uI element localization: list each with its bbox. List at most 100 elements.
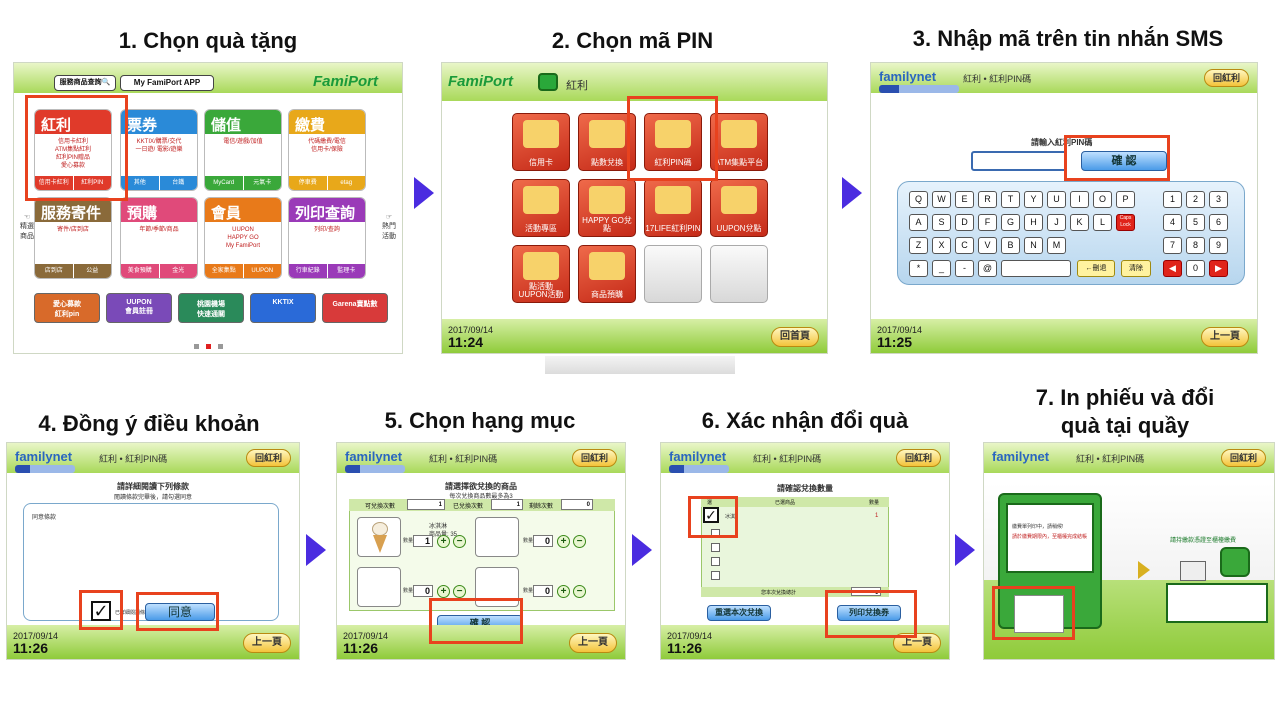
my-famiport-app-button[interactable]: My FamiPort APP	[120, 75, 214, 91]
menu-tile-sublink-2[interactable]: UUPON	[251, 268, 274, 274]
key-b[interactable]: B	[1001, 237, 1020, 254]
product-icecream-image[interactable]	[357, 517, 401, 557]
key-d[interactable]: D	[955, 214, 974, 231]
bonus-option-7[interactable]: UUPON兌點	[710, 179, 768, 237]
agree-checkbox[interactable]: ✓	[91, 601, 111, 621]
bonus-option-4[interactable]: 活動專區	[512, 179, 570, 237]
bonus-option-5[interactable]: HAPPY GO兌點	[578, 179, 636, 237]
bonus-option-9[interactable]: 商品預購	[578, 245, 636, 303]
key-i[interactable]: I	[1070, 191, 1089, 208]
promo-banner-2[interactable]: 桃園機場 快速通關	[178, 293, 244, 323]
menu-tile-sublink-1[interactable]: 店到店	[35, 264, 74, 278]
key-y[interactable]: Y	[1024, 191, 1043, 208]
menu-tile-sublink-1[interactable]: 美食預購	[121, 264, 160, 278]
key-s[interactable]: S	[932, 214, 951, 231]
num-key-8[interactable]: 8	[1186, 237, 1205, 254]
menu-tile-sublink-1[interactable]: 信用卡紅利	[35, 176, 74, 190]
print-coupon-button[interactable]: 列印兌換券	[837, 605, 901, 621]
num-key-1[interactable]: 1	[1163, 191, 1182, 208]
menu-tile-4[interactable]: 服務寄件寄件/店到店店到店公益	[34, 197, 112, 279]
num-key-4[interactable]: 4	[1163, 214, 1182, 231]
caps-lock-key[interactable]: Caps Lock	[1116, 214, 1135, 231]
key-p[interactable]: P	[1116, 191, 1135, 208]
key-k[interactable]: K	[1070, 214, 1089, 231]
service-query-button[interactable]: 服務商品查詢🔍	[54, 75, 116, 91]
clear-key[interactable]: 清除	[1121, 260, 1151, 277]
product-slot-3[interactable]	[357, 567, 401, 607]
pin-confirm-button[interactable]: 確 認	[1081, 151, 1167, 171]
num-key-9[interactable]: 9	[1209, 237, 1228, 254]
num-right-key[interactable]: ▶	[1209, 260, 1228, 277]
qty-plus-button[interactable]: +	[557, 585, 570, 598]
spacebar-key[interactable]	[1001, 260, 1071, 277]
qty-minus-button[interactable]: −	[453, 585, 466, 598]
bonus-option-3[interactable]: ATM集點平台	[710, 113, 768, 171]
promo-banner-4[interactable]: Garena賣點數	[322, 293, 388, 323]
menu-tile-5[interactable]: 預購年節/季節/商品美食預購金光	[120, 197, 198, 279]
menu-tile-7[interactable]: 列印查詢列印/查詢行車紀錄監理卡	[288, 197, 366, 279]
menu-tile-sublink-1[interactable]: 行車紀錄	[289, 264, 328, 278]
key-h[interactable]: H	[1024, 214, 1043, 231]
menu-tile-sublink-2[interactable]: 台鐵	[172, 180, 185, 186]
num-key-2[interactable]: 2	[1186, 191, 1205, 208]
key-z[interactable]: Z	[909, 237, 928, 254]
promo-banner-0[interactable]: 愛心募款 紅利pin	[34, 293, 100, 323]
key-v[interactable]: V	[978, 237, 997, 254]
page-dot[interactable]	[218, 344, 223, 349]
qty-plus-button[interactable]: +	[437, 535, 450, 548]
page-dot-active[interactable]	[206, 344, 211, 349]
menu-tile-sublink-2[interactable]: etag	[340, 180, 353, 186]
menu-tile-sublink-2[interactable]: 監理卡	[337, 268, 356, 274]
side-featured-label[interactable]: ☜精選 商品	[20, 214, 34, 240]
key-x[interactable]: X	[932, 237, 951, 254]
key-u[interactable]: U	[1047, 191, 1066, 208]
num-key-3[interactable]: 3	[1209, 191, 1228, 208]
key-symbol-0[interactable]: *	[909, 260, 928, 277]
qty-minus-button[interactable]: −	[573, 535, 586, 548]
row1-checkbox[interactable]: ✓	[703, 507, 719, 523]
key-j[interactable]: J	[1047, 214, 1066, 231]
delete-key[interactable]: ←刪退	[1077, 260, 1115, 277]
bonus-option-6[interactable]: 17LIFE紅利PIN	[644, 179, 702, 237]
qty-plus-button[interactable]: +	[557, 535, 570, 548]
bonus-option-8[interactable]: 點活動 UUPON活動	[512, 245, 570, 303]
key-m[interactable]: M	[1047, 237, 1066, 254]
previous-page-button[interactable]: 上一頁	[893, 633, 941, 653]
key-e[interactable]: E	[955, 191, 974, 208]
num-key-7[interactable]: 7	[1163, 237, 1182, 254]
key-c[interactable]: C	[955, 237, 974, 254]
promo-banner-1[interactable]: UUPON 會員註冊	[106, 293, 172, 323]
product-slot-2[interactable]	[475, 517, 519, 557]
key-f[interactable]: F	[978, 214, 997, 231]
previous-page-button[interactable]: 上一頁	[1201, 327, 1249, 347]
menu-tile-sublink-1[interactable]: 其他	[121, 176, 160, 190]
key-symbol-3[interactable]: @	[978, 260, 997, 277]
bonus-option-2[interactable]: 紅利PIN碼	[644, 113, 702, 171]
reselect-button[interactable]: 重選本次兌換	[707, 605, 771, 621]
num-key-6[interactable]: 6	[1209, 214, 1228, 231]
back-to-bonus-button[interactable]: 回紅利	[1220, 449, 1266, 467]
key-o[interactable]: O	[1093, 191, 1112, 208]
menu-tile-sublink-1[interactable]: MyCard	[205, 176, 244, 190]
agree-button[interactable]: 同意	[145, 603, 215, 621]
key-g[interactable]: G	[1001, 214, 1020, 231]
previous-page-button[interactable]: 上一頁	[243, 633, 291, 653]
back-to-bonus-button[interactable]: 回紅利	[245, 449, 291, 467]
qty-minus-button[interactable]: −	[453, 535, 466, 548]
row-checkbox-empty[interactable]	[711, 557, 720, 566]
menu-tile-sublink-2[interactable]: 金光	[172, 268, 185, 274]
num-key-5[interactable]: 5	[1186, 214, 1205, 231]
promo-banner-3[interactable]: KKTIX	[250, 293, 316, 323]
menu-tile-sublink-2[interactable]: 公益	[86, 268, 99, 274]
previous-page-button[interactable]: 上一頁	[569, 633, 617, 653]
key-r[interactable]: R	[978, 191, 997, 208]
bonus-option-1[interactable]: 點數兌換	[578, 113, 636, 171]
key-l[interactable]: L	[1093, 214, 1112, 231]
menu-tile-sublink-2[interactable]: 元氣卡	[253, 180, 272, 186]
key-a[interactable]: A	[909, 214, 928, 231]
key-t[interactable]: T	[1001, 191, 1020, 208]
home-button[interactable]: 回首頁	[771, 327, 819, 347]
menu-tile-sublink-2[interactable]: 紅利PIN	[81, 180, 104, 186]
